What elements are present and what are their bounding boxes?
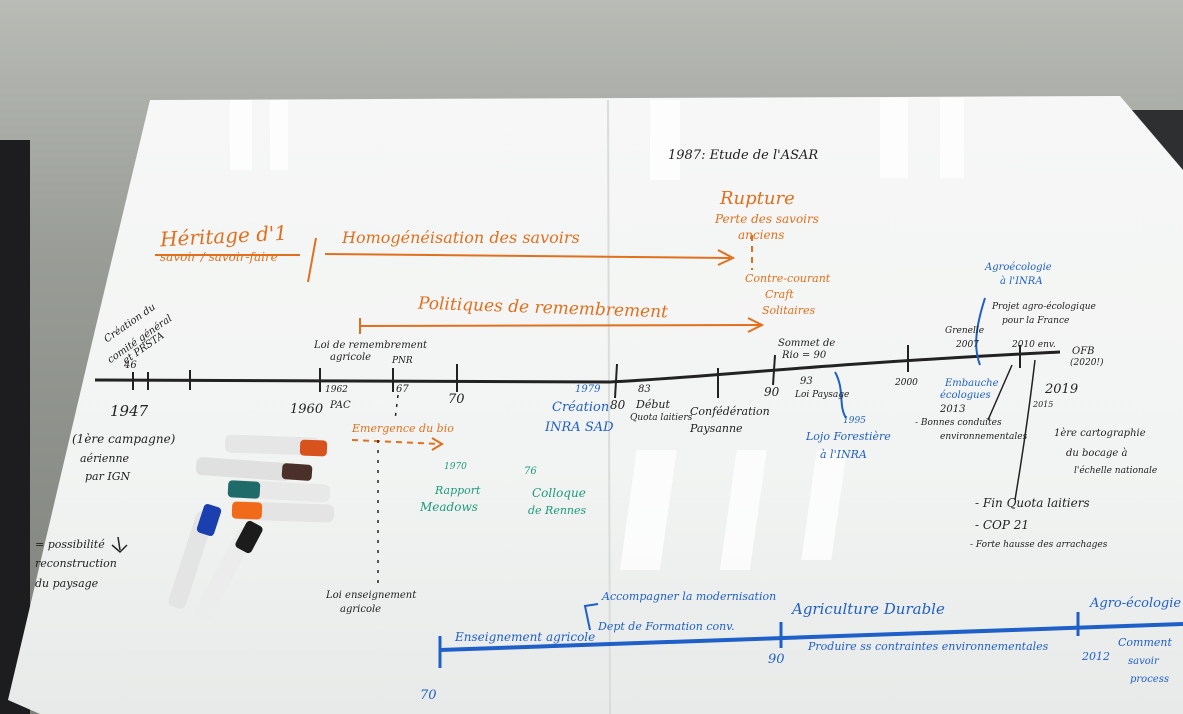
marker-pile: [168, 434, 335, 622]
grenelle-label: Grenelle: [945, 326, 985, 336]
agroeco-right-label: Agro-écologie: [1090, 596, 1182, 611]
blue-bottom-timeline: [438, 612, 1183, 668]
enseignement-loi-label-2: agricole: [340, 604, 382, 615]
timeline-ticks: [132, 345, 1021, 399]
agroeco-label: Agroécologie: [985, 262, 1052, 273]
board-surface: [8, 96, 1183, 714]
year-70: 70: [448, 392, 465, 407]
campagne-label: (1ère campagne): [72, 432, 176, 446]
campagne-label-3: par IGN: [85, 470, 131, 483]
fin-label: - Fin Quota laitiers: [975, 496, 1090, 510]
bonnes-label: - Bonnes conduites: [915, 418, 1002, 428]
process-label: process: [1130, 674, 1169, 685]
contre-courant-label: Contre-courant: [745, 272, 831, 285]
homogenisation-label: Homogénéisation des savoirs: [342, 228, 580, 247]
creation-inra-label-2: INRA SAD: [545, 420, 614, 435]
orange-arrows: [155, 235, 765, 451]
comment-label: Comment: [1118, 636, 1172, 649]
forte-label: - Forte hausse des arrachages: [970, 540, 1108, 550]
bonnes-label-2: environnementales: [940, 432, 1028, 442]
year-2007: 2007: [956, 340, 979, 350]
durable-label: Agriculture Durable: [792, 600, 945, 618]
pnr-label: PNR: [392, 356, 413, 366]
dept-label: Dept de Formation conv.: [598, 620, 735, 633]
ofb-label: OFB: [1072, 346, 1095, 357]
agroeco-label-2: à l'INRA: [1000, 276, 1043, 287]
projet-label-2: pour la France: [1002, 316, 1070, 326]
loi-label-2: agricole: [330, 352, 372, 363]
bottom-year-70: 70: [420, 688, 437, 703]
cartographie-label: 1ère cartographie: [1054, 428, 1146, 439]
cop-label: - COP 21: [975, 518, 1030, 532]
year-90: 90: [764, 385, 780, 399]
year-67: 67: [396, 384, 409, 395]
pac-label: PAC: [330, 400, 351, 411]
rupture-sub2: anciens: [738, 228, 785, 242]
campagne-label-2: aérienne: [80, 452, 130, 465]
board-seam: [607, 99, 611, 714]
accompagner-label: Accompagner la modernisation: [602, 590, 777, 603]
creation-inra-label: Création: [552, 400, 610, 415]
possibilite-label-3: du paysage: [35, 577, 99, 590]
year-93: 93: [800, 376, 813, 387]
year-46: 46: [124, 360, 137, 371]
rapport-label: Rapport: [435, 484, 481, 497]
meadows-label: Meadows: [420, 500, 478, 514]
sommet-label-2: Rio = 90: [782, 350, 827, 361]
dark-wall: [0, 140, 30, 714]
loi-label: Loi de remembrement: [314, 340, 428, 351]
enseignement-loi-label: Loi enseignement: [326, 590, 417, 601]
year-1960: 1960: [290, 402, 324, 417]
sommet-label: Sommet de: [778, 338, 836, 349]
conf-label-2: Paysanne: [690, 422, 743, 435]
projet-label: Projet agro-écologique: [992, 302, 1096, 312]
debut-label: Début: [636, 398, 670, 411]
cartographie-label-3: l'échelle nationale: [1074, 466, 1158, 476]
debut-label-2: Quota laitiers: [630, 413, 693, 423]
paysage-label: Loi Paysage: [795, 390, 850, 400]
black-annotation-lines: [111, 359, 1036, 590]
year-1979: 1979: [575, 384, 601, 395]
year-1962: 1962: [325, 385, 348, 395]
year-83: 83: [638, 384, 651, 395]
blue-annotation-lines: [583, 297, 986, 631]
year-2013: 2013: [940, 404, 966, 415]
possibilite-label-2: reconstruction: [35, 557, 117, 570]
enseignement-label: Enseignement agricole: [455, 630, 596, 644]
solitairs-label: Solitaires: [762, 304, 816, 317]
conf-label: Confédération: [690, 405, 770, 418]
heritage-sub: savoir / savoir-faire: [160, 250, 278, 264]
savoir-label: savoir: [1128, 656, 1159, 667]
year-1995: 1995: [843, 416, 866, 426]
year-2010: 2010 env.: [1012, 340, 1056, 350]
craft-label: Craft: [765, 288, 794, 301]
produire-label: Produire ss contraintes environnementale…: [808, 640, 1049, 653]
embauche-label-2: écologues: [940, 390, 991, 401]
year-2012: 2012: [1082, 650, 1110, 663]
embauche-label: Embauche: [945, 378, 999, 389]
year-76-green: 76: [524, 466, 537, 477]
lojo-label: Lojo Forestière: [806, 430, 891, 443]
year-2015: 2015: [1033, 400, 1054, 409]
rupture-label: Rupture: [720, 188, 795, 209]
year-1970-green: 1970: [444, 462, 467, 472]
cartographie-label-2: du bocage à: [1066, 448, 1128, 459]
main-timeline: [94, 350, 1061, 384]
lojo-label-2: à l'INRA: [820, 448, 867, 461]
ofb-label-2: (2020!): [1070, 358, 1104, 368]
year-1947: 1947: [110, 402, 149, 420]
rennes-label: de Rennes: [528, 504, 587, 517]
colloque-label: Colloque: [532, 486, 586, 500]
year-80: 80: [610, 398, 626, 412]
emergence-label: Emergence du bio: [352, 422, 454, 435]
study-title: 1987: Etude de l'ASAR: [668, 148, 819, 163]
year-2000: 2000: [895, 378, 918, 388]
rupture-sub1: Perte des savoirs: [715, 212, 819, 226]
bottom-year-90: 90: [768, 652, 785, 667]
light-reflections: [230, 98, 964, 570]
possibilite-label: = possibilité: [35, 538, 105, 551]
year-2019: 2019: [1045, 382, 1079, 397]
